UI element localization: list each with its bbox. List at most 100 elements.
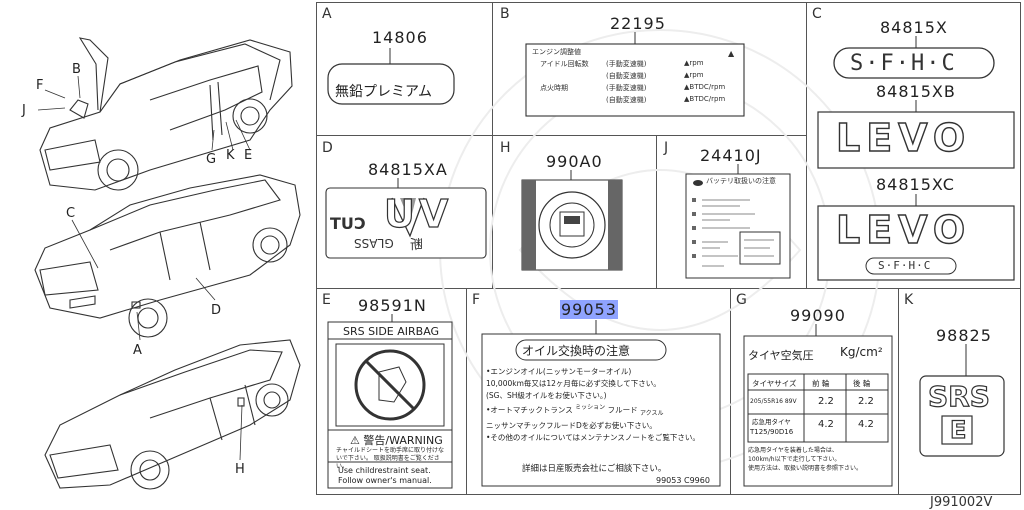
cell-f-line1: •エンジンオイル(ニッサンモーターオイル)	[486, 367, 632, 376]
callout-B: B	[72, 62, 81, 77]
callout-C: C	[66, 206, 76, 221]
cell-j-part-number: 24410J	[700, 146, 762, 165]
cell-a-drawing	[327, 48, 455, 105]
cell-e-letter: E	[322, 292, 331, 308]
cell-d-letter: D	[322, 140, 333, 156]
cell-k-part-number: 98825	[936, 326, 992, 345]
cell-d-jp-text: 断	[410, 238, 424, 253]
callout-E: E	[244, 148, 253, 163]
cell-b-row1-c3: ▲rpm	[684, 59, 704, 67]
cell-f-footer: 詳細は日産販売会社にご相談下さい。	[522, 464, 667, 474]
cell-a-letter: A	[322, 6, 332, 22]
cell-f-line3: (SG、SH級オイルをお使い下さい。)	[486, 391, 607, 400]
cell-c-drawing	[817, 36, 1015, 281]
svg-text:▲: ▲	[728, 49, 735, 58]
cell-b-row4-c2: (自動変速機)	[606, 96, 647, 104]
callout-F: F	[36, 78, 44, 93]
cell-h-letter: H	[500, 140, 511, 156]
cell-b-row3-c1: 点火時期	[540, 84, 568, 92]
cell-g-title: タイヤ空気圧	[748, 349, 814, 362]
cell-g-letter: G	[736, 292, 747, 308]
cell-e-en1: Use childrestraint seat.	[338, 466, 431, 475]
cell-c-part-2: 84815XB	[876, 82, 956, 101]
cell-g-r1-rear: 2.2	[858, 396, 874, 407]
cell-e-jp-text: チャイルドシートを助手席に取り付けないで下さい。 取扱説明書をご覧ください。	[336, 447, 444, 470]
cell-j-title: バッテリ取扱いの注意	[706, 177, 776, 185]
cell-b-row2-c1	[540, 71, 606, 83]
cell-c-levo-emblem-2: LEVO	[835, 207, 972, 252]
cell-f-part-number: 99053	[560, 300, 618, 319]
cell-f-title: オイル交換時の注意	[522, 344, 631, 358]
cell-f-line6: •その他のオイルについてはメンテナンスノートをご覧下さい。	[486, 433, 700, 442]
car-bottom-coupe	[44, 339, 301, 490]
cell-g-r1-size: 205/55R16 89V	[750, 398, 797, 405]
cell-b-row2-c2: (自動変速機)	[606, 72, 647, 80]
cell-c-letter: C	[812, 6, 822, 22]
cell-b-letter: B	[500, 6, 510, 22]
car-middle-rear	[34, 174, 301, 338]
callout-A: A	[133, 343, 142, 358]
callout-G: G	[206, 152, 217, 167]
cell-f-drawing	[481, 320, 721, 487]
cell-b-rows: アイドル回転数 (手動変速機) ▲rpm (自動変速機) ▲rpm 点火時期 (手動変速…	[540, 59, 740, 107]
car-top-hood-open	[39, 37, 293, 191]
cell-e-part-number: 98591N	[358, 296, 427, 315]
cell-f-line5: ニッサンマチックフルードDを必ずお使い下さい。	[486, 421, 657, 430]
cell-k-letter: K	[904, 292, 914, 308]
cell-b-row1-c2: (手動変速機)	[606, 60, 647, 68]
cell-b-row2-c3: ▲rpm	[684, 71, 704, 79]
cell-g-r2-size: T125/90D16	[750, 428, 794, 436]
cell-a-label-text: 無鉛プレミアム	[335, 84, 433, 100]
cell-g-note1: 応急用タイヤを装着した場合は、	[748, 447, 838, 454]
cell-b-row4-c1	[540, 95, 606, 107]
cell-e-head: SRS SIDE AIRBAG	[343, 325, 440, 338]
callout-K: K	[226, 148, 235, 163]
cell-j-letter: J	[664, 140, 669, 156]
cell-k-drawing	[919, 344, 1005, 457]
cell-g-h3: 後 輪	[853, 379, 871, 388]
cell-g-notes: 応急用タイヤを装着した場合は、 100km/h以下で走行して下さい。 使用方法は…	[748, 446, 892, 473]
cell-b-row3-c2: (手動変速機)	[606, 84, 647, 92]
cell-f-code: 99053 C9960	[656, 476, 710, 485]
cell-k-srs-text: SRS	[927, 379, 990, 413]
cell-g-drawing	[743, 324, 893, 487]
cell-b-drawing: ▲	[525, 32, 745, 117]
cell-c-part-1: 84815X	[880, 18, 948, 37]
cell-d-glass-text: GLASS	[354, 236, 394, 250]
car-illustrations	[34, 37, 301, 490]
cell-c-levo-emblem-1: LEVO	[835, 115, 972, 160]
cell-g-h1: タイヤサイズ	[752, 379, 797, 388]
cell-b-title: エンジン調整値	[532, 48, 581, 56]
cell-c-part-3: 84815XC	[876, 175, 955, 194]
cell-a-part-number: 14806	[372, 28, 428, 47]
cell-f-line4: •オートマチックトランス ミッション フルード アクスル	[486, 404, 664, 417]
cell-g-h2: 前 輪	[812, 379, 830, 388]
cell-e-drawing	[327, 314, 453, 489]
cell-g-r2-rear: 4.2	[858, 419, 874, 430]
callout-J: J	[22, 103, 26, 118]
cell-j-drawing	[685, 164, 791, 279]
cell-h-drawing	[521, 170, 623, 271]
cell-b-row1-c1: アイドル回転数	[540, 60, 589, 68]
callout-H: H	[235, 462, 245, 477]
cell-f-line2: 10,000km毎又は12ヶ月毎に必ず交換して下さい。	[486, 379, 661, 388]
cell-d-drawing	[325, 178, 487, 259]
cell-c-sfhc-small: S·F·H·C	[878, 259, 932, 272]
cell-d-uv-text: UV	[383, 191, 453, 236]
cell-g-r2-front: 4.2	[818, 419, 834, 430]
cell-b-row3-c3: ▲BTDC/rpm	[684, 83, 726, 91]
cell-b-part-number: 22195	[610, 14, 666, 33]
cell-d-cut-text: CUT	[330, 214, 366, 233]
cell-g-note3: 使用方法は、取扱い説明書を参照下さい。	[748, 465, 863, 472]
diagram-id: J991002V	[930, 495, 993, 510]
cell-g-unit: Kg/cm²	[840, 345, 883, 359]
cell-e-en2: Follow owner's manual.	[338, 476, 432, 485]
cell-k-e-text: E	[949, 415, 967, 444]
cell-g-r2-label: 応急用タイヤ	[752, 418, 791, 426]
cell-c-sfhc-emblem: S·F·H·C	[850, 51, 957, 76]
cell-e-warning: ⚠ 警告/WARNING	[350, 434, 443, 447]
callout-D: D	[211, 303, 222, 318]
cell-d-part-number: 84815XA	[368, 160, 448, 179]
cell-f-body: •エンジンオイル(ニッサンモーターオイル) 10,000km毎又は12ヶ月毎に必…	[486, 366, 718, 444]
cell-g-r1-front: 2.2	[818, 396, 834, 407]
